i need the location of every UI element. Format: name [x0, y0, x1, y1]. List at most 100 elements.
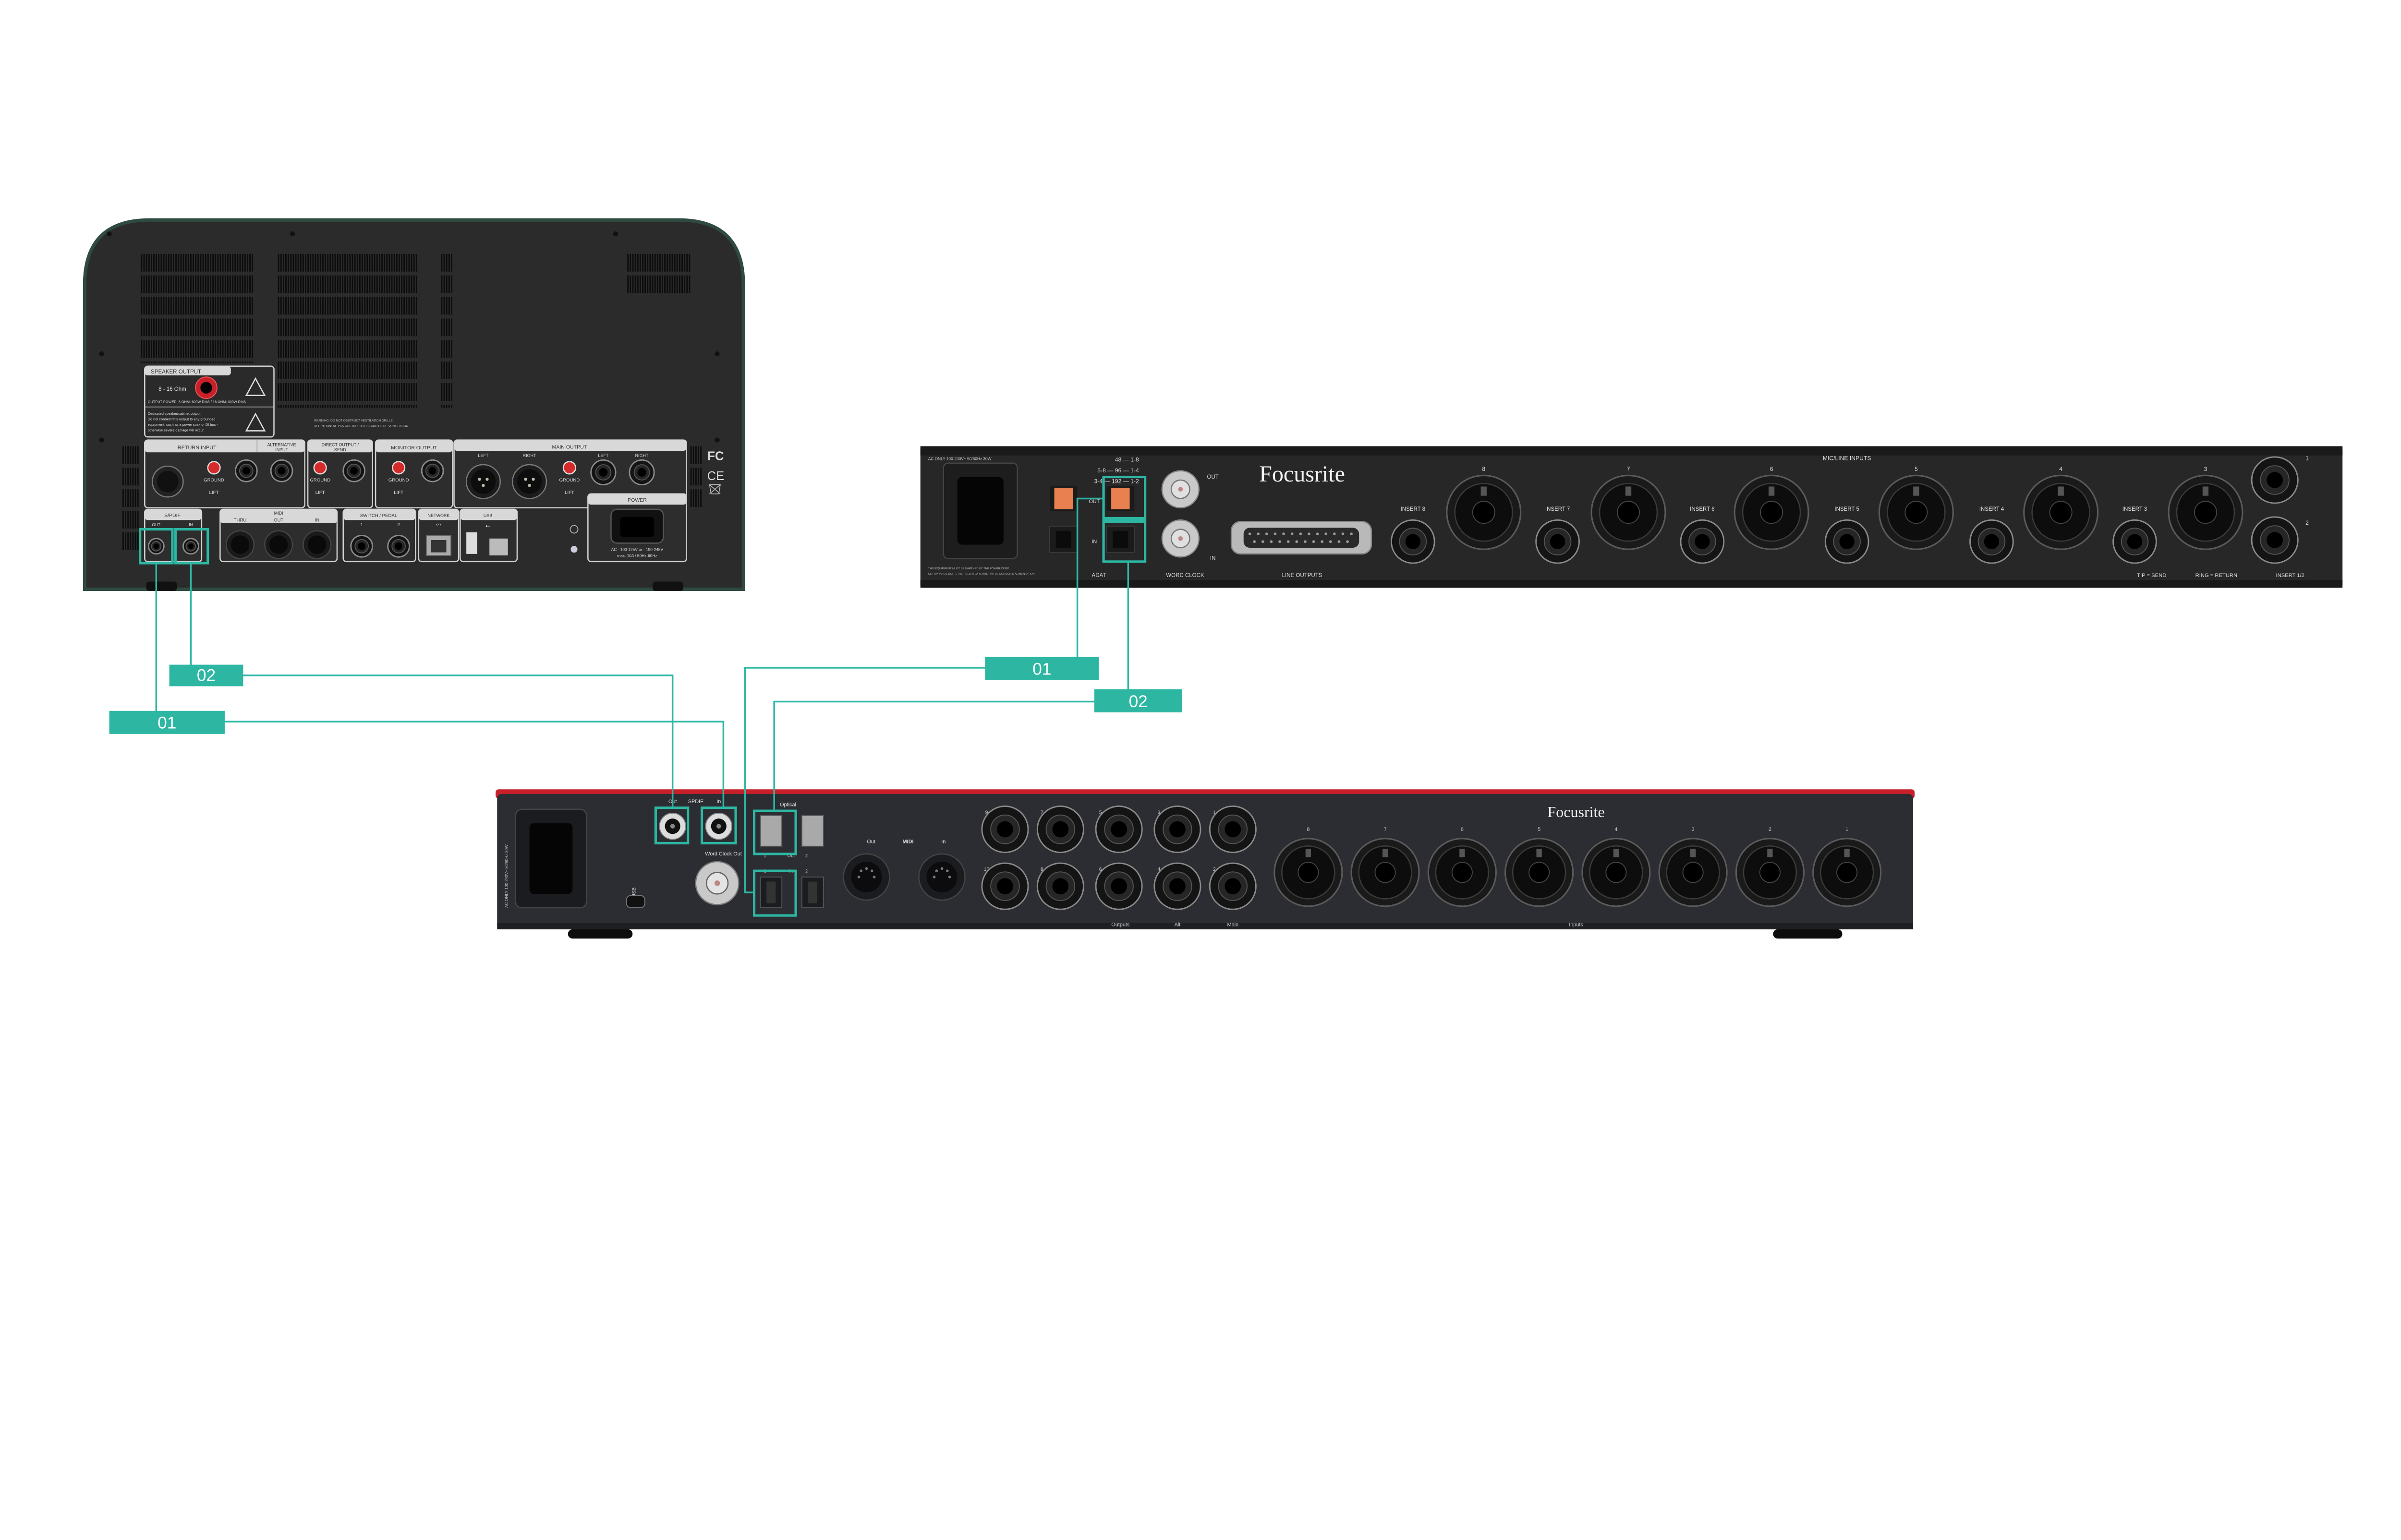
output-number: 9 — [985, 810, 988, 816]
mic-line-input-combo — [1812, 838, 1882, 907]
midi-pin — [940, 867, 944, 870]
sample-rate-table: 3-4 — 192 — 1-2 — [1094, 478, 1139, 484]
label: otherwise severe damage will occur. — [148, 428, 205, 432]
jack-hole — [278, 467, 286, 475]
network-icon: ‹·› — [436, 522, 441, 528]
label: Outputs — [1111, 922, 1130, 927]
fcc-logo: FC — [707, 449, 724, 463]
iec-inner — [529, 823, 573, 894]
jack-hole — [1405, 534, 1421, 549]
label: THIS EQUIPMENT MUST BE EARTHED BY THE PO… — [928, 567, 1009, 570]
usb-a-port[interactable] — [466, 532, 477, 554]
ground-lift-switch[interactable] — [562, 461, 577, 475]
label: AC ONLY 100-240V~ 50/60Hz 30W — [928, 456, 992, 461]
db25-pin — [1321, 540, 1324, 543]
label: Dedicated speaker/cabinet output. — [148, 411, 202, 416]
combo-latch — [1690, 848, 1696, 857]
adat-in-port[interactable] — [1106, 526, 1135, 553]
usb-b-port[interactable] — [489, 538, 508, 556]
ground-lift-switch[interactable] — [313, 461, 327, 475]
optical-out-port[interactable] — [801, 815, 824, 847]
label: MIDI — [903, 839, 914, 844]
jack-hole — [599, 468, 608, 477]
jack-hole — [2267, 472, 2283, 488]
main-output-left-jack — [590, 459, 617, 486]
high-voltage-warning-icon — [245, 377, 266, 396]
xlr-face — [471, 469, 496, 494]
sample-rate-table: 5-8 — 96 — 1-4 — [1097, 467, 1139, 474]
label: NETWORK — [428, 513, 450, 518]
combo-latch — [2058, 486, 2064, 496]
label: 8 - 16 Ohm — [158, 386, 186, 392]
optical-out-port[interactable] — [760, 815, 783, 847]
main-output-right-jack — [629, 459, 655, 486]
label: OUT — [152, 522, 161, 527]
label: RETURN INPUT — [178, 445, 217, 451]
combo-jack-hole — [1760, 501, 1783, 524]
combo-latch — [1625, 486, 1632, 496]
label: LINE OUTPUTS — [1282, 573, 1322, 578]
connection-line-amp-in-from-spdif-out — [190, 563, 674, 808]
db25-pin — [1270, 540, 1273, 543]
label: ALTERNATIVE — [267, 442, 296, 447]
focusrite-logo: Focusrite — [1259, 461, 1345, 487]
jack-hole — [1225, 878, 1241, 894]
optical-port-number: 2 — [805, 853, 808, 858]
db25-pin — [1312, 540, 1315, 543]
db25-pin — [1329, 540, 1332, 543]
ground-lift-switch[interactable] — [207, 461, 221, 475]
label: TIP = SEND — [2137, 573, 2166, 578]
input-number: 5 — [1915, 466, 1918, 472]
combo-jack-hole — [1759, 862, 1781, 883]
panel-header — [376, 440, 453, 453]
combo-latch — [1382, 848, 1388, 857]
db25-inner — [1243, 528, 1359, 548]
adat-port-inner — [1113, 530, 1128, 548]
usb-c-port[interactable] — [626, 895, 645, 908]
optical-port-inner — [766, 881, 776, 903]
midi-pin — [935, 869, 938, 872]
db25-pin — [1350, 532, 1353, 536]
jack-hole — [350, 467, 358, 475]
midi-pin — [870, 869, 873, 872]
amp-foot — [146, 581, 177, 591]
label: 2 — [2305, 519, 2309, 526]
input-1-jack — [2251, 456, 2299, 504]
db25-pin — [1290, 532, 1294, 536]
label: SPEAKER OUTPUT — [151, 369, 201, 375]
label: In — [716, 799, 721, 805]
combo-jack-hole — [1451, 862, 1473, 883]
jack-hole — [242, 467, 250, 475]
db25-pin — [1261, 540, 1264, 543]
combo-latch — [1536, 848, 1542, 857]
label: 1 — [361, 522, 363, 527]
db25-pin — [1278, 540, 1281, 543]
label: SPDIF — [688, 799, 703, 805]
screw-icon — [715, 351, 720, 357]
xlr-pin — [524, 478, 527, 481]
ground-lift-switch[interactable] — [392, 461, 406, 475]
label: SWITCH / PEDAL — [360, 513, 398, 518]
jack-hole — [1111, 821, 1127, 838]
jack-hole — [153, 543, 159, 549]
insert-jack — [1390, 519, 1435, 564]
amp-spdif-in-jack — [182, 538, 199, 555]
label: THRU — [234, 518, 247, 523]
label: Main — [1227, 922, 1239, 927]
output-number: 2 — [1213, 867, 1216, 872]
combo-jack-hole — [1472, 501, 1495, 524]
label: Word Clock Out — [705, 851, 742, 857]
label: In — [941, 839, 946, 844]
panel-header — [220, 509, 337, 523]
panel-header — [418, 509, 459, 520]
insert-label: INSERT 6 — [1690, 506, 1714, 512]
label: GROUND — [204, 478, 224, 483]
xlr-pin — [485, 478, 489, 481]
output-number: 4 — [1158, 867, 1161, 872]
label: Out — [867, 839, 875, 844]
usb-panel: USB⭠ — [460, 508, 518, 563]
